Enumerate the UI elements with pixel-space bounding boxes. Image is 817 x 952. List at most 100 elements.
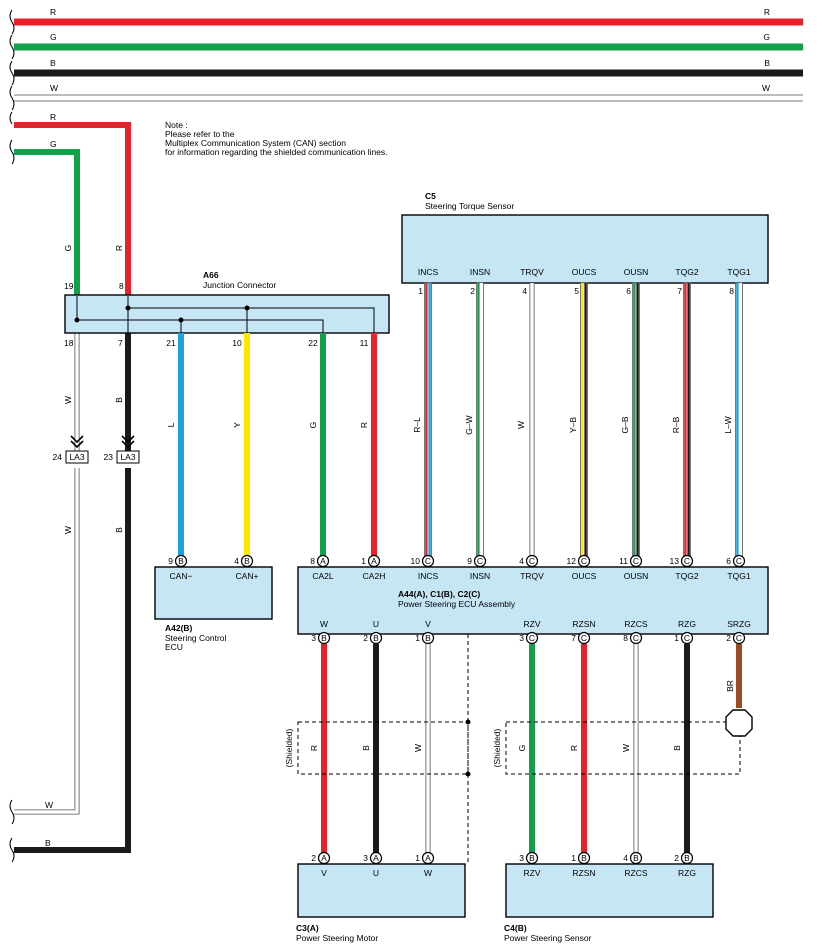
c5-terminal-tqg2: TQG2: [675, 267, 698, 277]
bus-break-mark: [9, 60, 15, 86]
ecu-motor-terminal: V: [425, 619, 431, 629]
can-pin-1-number: 1: [361, 556, 366, 566]
c5-name: Steering Torque Sensor: [425, 201, 514, 211]
c4-id: C4(B): [504, 923, 527, 933]
wire-label-w: W: [63, 396, 73, 404]
c3-name: Power Steering Motor: [296, 933, 378, 943]
shield-junction-dot: [465, 719, 471, 725]
a66-splice-dot: [244, 305, 250, 311]
can-pin-9-number: 9: [168, 556, 173, 566]
c3-pin-letter: A: [425, 853, 431, 863]
bus-label-left: G: [50, 32, 57, 42]
can-terminal-label: CAN+: [236, 571, 259, 581]
a66-name: Junction Connector: [203, 280, 276, 290]
ecu-sensor-terminal: RZV: [524, 619, 541, 629]
can-pin-9-circle: [174, 554, 188, 568]
can-wire-label: L: [166, 422, 176, 427]
wire-label-bottom-w: W: [45, 800, 53, 810]
tq-wire-label: G–W: [464, 415, 474, 434]
wire-w-bottom: [14, 468, 79, 814]
c5-pin-5: 5: [574, 286, 579, 296]
bus-break-mark: [9, 85, 15, 111]
wire-label-g: G: [63, 245, 73, 252]
c4-name: Power Steering Sensor: [504, 933, 592, 943]
ecu-motor-pin-circle: [421, 631, 435, 645]
ecu-pin-tqg2-letter: C: [684, 556, 690, 566]
c5-terminal-ousn: OUSN: [624, 267, 649, 277]
bus-label-right: W: [762, 83, 770, 93]
motor-wire-label: R: [309, 745, 319, 751]
c5-terminal-tqg1: TQG1: [727, 267, 750, 277]
ecu-terminal-tqg1: TQG1: [727, 571, 750, 581]
pin-19: 19: [64, 281, 74, 291]
can-terminal-label: CAN−: [170, 571, 193, 581]
ecu-motor-pin-letter: B: [425, 633, 431, 643]
pin-7: 7: [118, 338, 123, 348]
ecu-pin-ousn-number: 11: [619, 556, 628, 566]
can-wire-label: R: [359, 422, 369, 428]
sensor-wire-label: G: [517, 745, 527, 752]
c4-box: [505, 863, 714, 918]
tq-wire-label: W: [516, 421, 526, 429]
a42-name-2: ECU: [165, 642, 183, 652]
c5-terminal-insn: INSN: [470, 267, 490, 277]
can-wire-label: Y: [232, 422, 242, 428]
shielded-label-motor: (Shielded): [284, 728, 294, 767]
ecu-id: A44(A), C1(B), C2(C): [398, 589, 480, 599]
ecu-sensor-pin-circle: [525, 631, 539, 645]
c4-pin-circle: [629, 851, 643, 865]
la3-connector: [116, 450, 140, 464]
wire-label-bottom-b: B: [45, 838, 51, 848]
wire-g-into-a66: [14, 149, 80, 296]
ecu-pin-incs-letter: C: [425, 556, 431, 566]
a66-internal-r: [127, 296, 375, 333]
ecu-sensor-pin-letter: C: [633, 633, 639, 643]
bus-label-left: W: [50, 83, 58, 93]
ecu-terminal-srzg: SRZG: [727, 619, 751, 629]
c4-pin-number: 1: [571, 853, 576, 863]
ecu-sensor-pin-letter: C: [684, 633, 690, 643]
ecu-pin-trqv-number: 4: [519, 556, 524, 566]
note-text: for information regarding the shielded c…: [165, 147, 388, 157]
c3-id: C3(A): [296, 923, 319, 933]
la3-connector: [65, 450, 89, 464]
motor-wire-label: W: [413, 744, 423, 752]
left-harness: [14, 122, 140, 853]
signal-wires: [178, 282, 743, 853]
can-pin-9-letter: B: [178, 556, 184, 566]
c3-pin-circle: [369, 851, 383, 865]
ecu-box: [297, 566, 769, 635]
ecu-pin-oucs-number: 12: [567, 556, 577, 566]
can-pin-8-circle: [316, 554, 330, 568]
motor-wire-label: B: [361, 745, 371, 751]
c5-box: [401, 214, 769, 284]
c3-terminal: U: [373, 868, 379, 878]
break-mark: [9, 139, 15, 165]
c3-pin-number: 3: [363, 853, 368, 863]
can-pin-4-number: 4: [234, 556, 239, 566]
can-pin-4-circle: [240, 554, 254, 568]
shielded-label-sensor: (Shielded): [492, 728, 502, 767]
ecu-terminal-insn: INSN: [470, 571, 490, 581]
ecu-sensor-pin-letter: C: [581, 633, 587, 643]
c4-pin-letter: B: [633, 853, 639, 863]
tq-wire-label: L–W: [723, 416, 733, 433]
ecu-pin-trqv-circle: [525, 554, 539, 568]
component-boxes: [64, 214, 769, 918]
a66-box: [64, 294, 390, 334]
ecu-sensor-pin-number: 3: [519, 633, 524, 643]
c5-pin-6: 6: [626, 286, 631, 296]
wire-label-w-lower: W: [63, 526, 73, 534]
ecu-pin-ousn-circle: [629, 554, 643, 568]
can-pin-1-letter: A: [371, 556, 377, 566]
c4-pin-letter: B: [529, 853, 535, 863]
tq-wire-label: R–B: [671, 416, 681, 433]
note-text: Please refer to the: [165, 129, 235, 139]
la3-pin-24: 24: [53, 452, 63, 462]
bus-break-mark: [9, 111, 13, 125]
ecu-sensor-terminal: RZCS: [624, 619, 647, 629]
shield-ground-symbol: [725, 709, 753, 737]
ecu-pin-oucs-letter: C: [581, 556, 587, 566]
wire-label-r: R: [114, 245, 124, 251]
